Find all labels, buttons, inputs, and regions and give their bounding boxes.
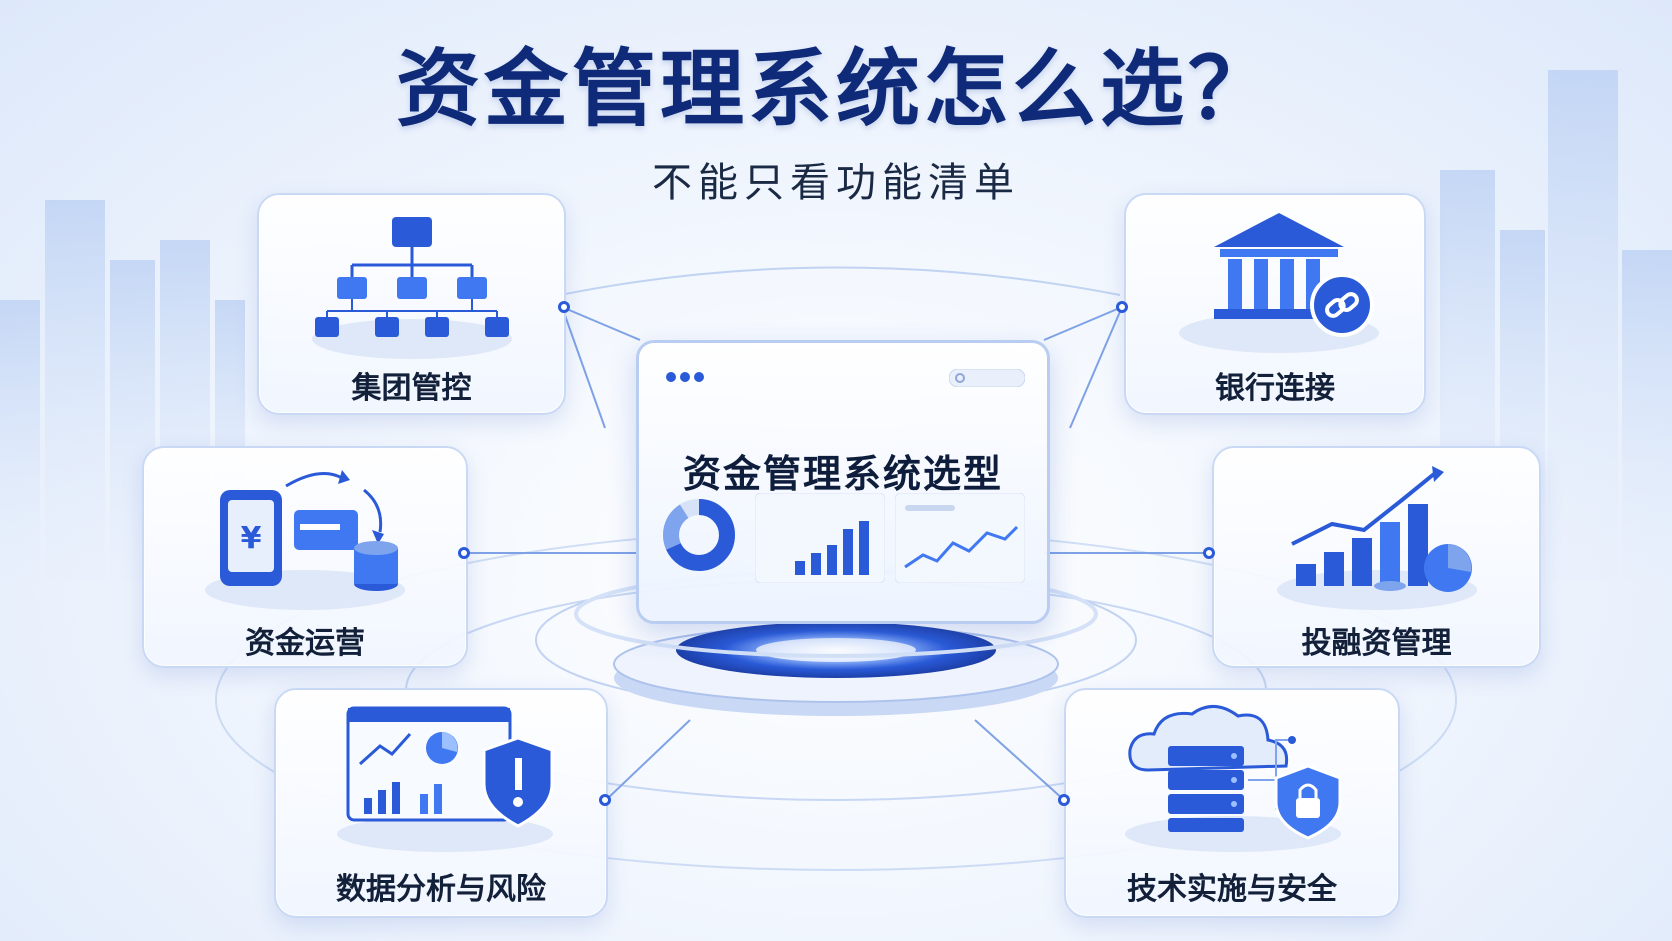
module-label: 集团管控	[351, 371, 472, 406]
search-bar-icon	[949, 369, 1025, 387]
connector-lines	[464, 306, 1208, 801]
donut-chart-icon	[663, 499, 735, 571]
page-title: 资金管理系统怎么选？	[395, 40, 1276, 138]
connector-dot	[1058, 794, 1070, 806]
module-card-investment-financing[interactable]: 投融资管理	[1212, 446, 1541, 668]
module-label: 银行连接	[1215, 371, 1335, 406]
growth-chart-icon	[1277, 466, 1477, 610]
bank-link-icon	[1179, 213, 1379, 353]
window-dots-icon	[666, 372, 704, 382]
analytics-shield-icon	[337, 706, 554, 852]
module-label: 资金运营	[245, 626, 365, 661]
module-card-data-analysis-risk[interactable]: 数据分析与风险	[274, 688, 608, 918]
module-card-group-control[interactable]: 集团管控	[257, 193, 566, 415]
connector-dot	[599, 794, 611, 806]
module-card-fund-operations[interactable]: ¥ 资金运营	[142, 446, 468, 668]
center-title: 资金管理系统选型	[682, 452, 1003, 496]
line-chart-icon	[895, 493, 1025, 583]
center-platform	[574, 570, 1098, 716]
center-dashboard-panel: 资金管理系统选型	[636, 340, 1050, 624]
payment-transfer-icon: ¥	[205, 470, 405, 610]
module-label: 数据分析与风险	[336, 872, 546, 907]
module-label: 技术实施与安全	[1127, 872, 1337, 907]
org-chart-icon	[312, 217, 512, 359]
svg-text:¥: ¥	[241, 521, 262, 556]
connector-dot	[458, 547, 470, 559]
module-card-tech-security[interactable]: 技术实施与安全	[1064, 688, 1400, 918]
cloud-server-security-icon	[1125, 705, 1342, 852]
connector-dot	[1203, 547, 1215, 559]
page-subtitle: 不能只看功能清单	[652, 160, 1020, 206]
connector-dot	[558, 301, 570, 313]
connector-dot	[1116, 301, 1128, 313]
module-label: 投融资管理	[1301, 626, 1452, 661]
bar-chart-icon	[755, 493, 885, 583]
module-card-bank-connection[interactable]: 银行连接	[1124, 193, 1426, 415]
